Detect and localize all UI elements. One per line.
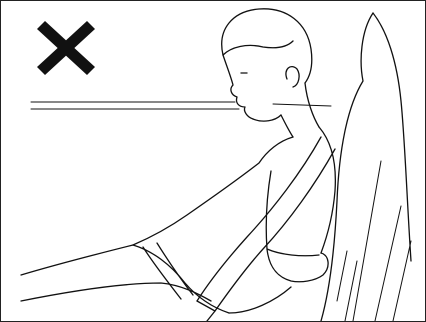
seatbelt	[143, 137, 335, 321]
cross-icon	[37, 21, 95, 75]
window-trim	[31, 102, 331, 109]
person-head	[222, 9, 319, 137]
